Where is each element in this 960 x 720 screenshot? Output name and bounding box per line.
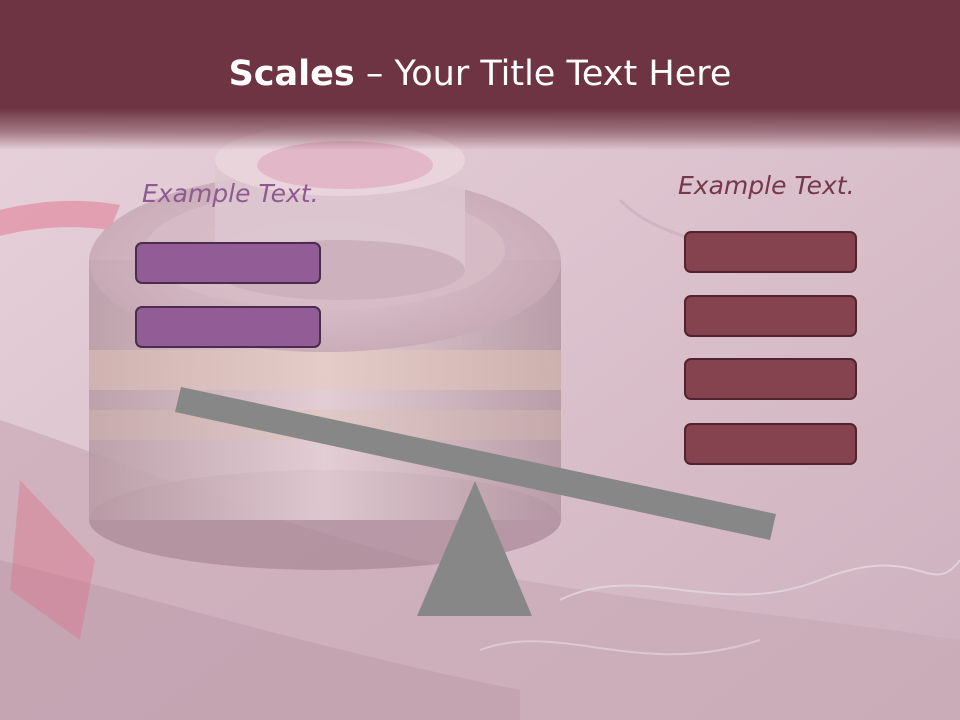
slide-title: Scales – Your Title Text Here: [0, 52, 960, 96]
left-example-label: Example Text.: [142, 179, 319, 208]
right-text-box-3: [684, 358, 857, 400]
scale-fulcrum: [417, 481, 532, 616]
right-text-box-4: [684, 423, 857, 465]
title-rest: – Your Title Text Here: [354, 54, 732, 94]
right-text-box-2: [684, 295, 857, 337]
right-text-box-1: [684, 231, 857, 273]
title-bar: [0, 0, 960, 150]
left-text-box-2: [135, 306, 321, 348]
left-text-box-1: [135, 242, 321, 284]
scale-beam: [175, 387, 776, 540]
title-strong: Scales: [228, 54, 355, 94]
right-example-label: Example Text.: [678, 171, 855, 200]
